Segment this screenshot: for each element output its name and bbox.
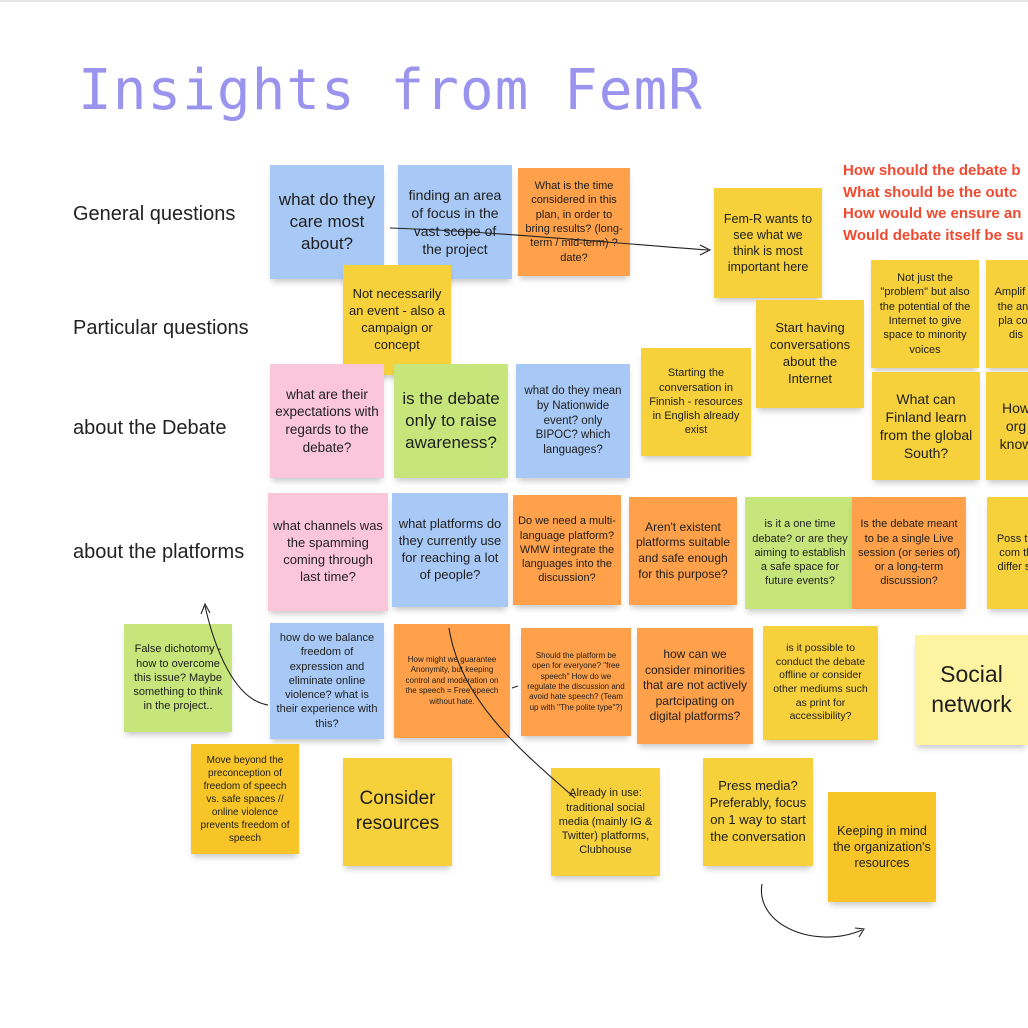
red-questions-list: How should the debate b What should be t…	[843, 160, 1028, 246]
sticky-note[interactable]: Not necessarily an event - also a campai…	[343, 265, 451, 375]
sticky-note[interactable]: is it possible to conduct the debate off…	[763, 626, 878, 740]
sticky-note[interactable]: is the debate only to raise awareness?	[394, 364, 508, 478]
red-question: How would we ensure an	[843, 205, 1022, 222]
red-question: How should the debate b	[843, 162, 1021, 179]
sticky-note[interactable]: Move beyond the preconception of freedom…	[191, 744, 299, 854]
sticky-note[interactable]: False dichotomy - how to overcome this i…	[124, 624, 232, 732]
sticky-note[interactable]: how do we balance freedom of expression …	[270, 623, 384, 739]
sticky-note[interactable]: How might we guarantee Anonymity, but ke…	[394, 624, 510, 738]
sticky-note[interactable]: Do we need a multi-language platform? WM…	[513, 495, 621, 605]
red-question: What should be the outc	[843, 183, 1018, 201]
sticky-note[interactable]: what are their expectations with regards…	[270, 364, 384, 478]
arrow-head	[200, 602, 211, 615]
sticky-note[interactable]: Amplif of the and pla con dis	[986, 260, 1028, 368]
sticky-note[interactable]: finding an area of focus in the vast sco…	[398, 165, 512, 279]
sticky-note[interactable]: Not just the "problem" but also the pote…	[871, 260, 979, 368]
arrow-connector	[511, 685, 519, 689]
arrow-head	[854, 927, 865, 938]
top-divider	[0, 0, 1028, 2]
sticky-note[interactable]: Should the platform be open for everyone…	[521, 628, 631, 736]
sticky-note[interactable]: Start having conversations about the Int…	[756, 300, 864, 408]
board-title: Insights from FemR	[78, 58, 703, 123]
sticky-note[interactable]: What can Finland learn from the global S…	[872, 372, 980, 480]
sticky-note[interactable]: Fem-R wants to see what we think is most…	[714, 188, 822, 298]
row-label-general: General questions	[73, 203, 236, 225]
sticky-note[interactable]: Keeping in mind the organization's resou…	[828, 792, 936, 902]
sticky-note[interactable]: Consider resources	[343, 758, 452, 866]
sticky-note[interactable]: what do they care most about?	[270, 165, 384, 279]
sticky-note[interactable]: what do they mean by Nationwide event? o…	[516, 364, 630, 478]
sticky-note[interactable]: Already in use: traditional social media…	[551, 768, 660, 876]
red-question: Would debate itself be su	[843, 226, 1024, 244]
sticky-note[interactable]: what channels was the spamming coming th…	[268, 493, 388, 611]
sticky-note[interactable]: Poss tra com thi differ sh	[987, 497, 1028, 609]
row-label-platforms: about the platforms	[73, 541, 245, 563]
sticky-note[interactable]: Aren't existent platforms suitable and s…	[629, 497, 737, 605]
sticky-note[interactable]: how can we consider minorities that are …	[637, 628, 753, 744]
sticky-note[interactable]: Social network	[915, 635, 1028, 745]
sticky-note[interactable]: is it a one time debate? or are they aim…	[745, 497, 855, 609]
sticky-note[interactable]: What is the time considered in this plan…	[518, 168, 630, 276]
sticky-note[interactable]: How org know	[986, 372, 1028, 480]
sticky-note[interactable]: Is the debate meant to be a single Live …	[852, 497, 966, 609]
sticky-note[interactable]: Press media? Preferably, focus on 1 way …	[703, 758, 813, 866]
row-label-debate: about the Debate	[73, 417, 227, 439]
row-label-particular: Particular questions	[73, 317, 249, 339]
arrow-head	[699, 244, 712, 256]
sticky-note[interactable]: what platforms do they currently use for…	[392, 493, 508, 607]
sticky-note[interactable]: Starting the conversation in Finnish - r…	[641, 348, 751, 456]
